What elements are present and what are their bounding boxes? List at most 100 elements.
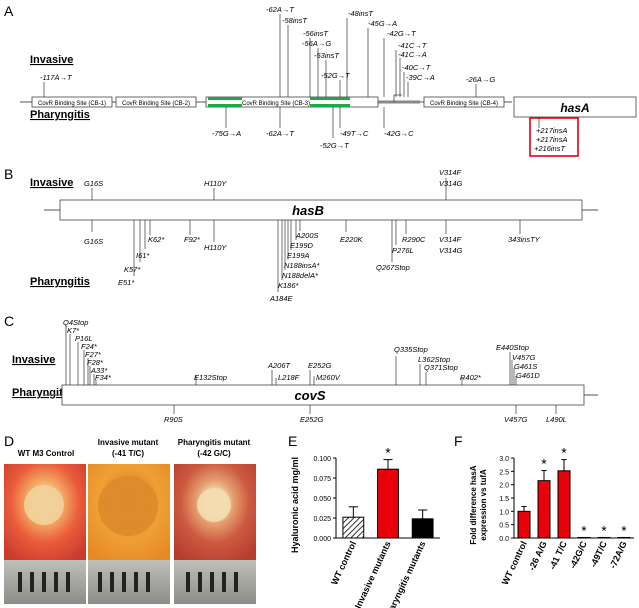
mut-c-inv-12: M260V — [316, 373, 341, 382]
mut-a-ph-2: -52G→T — [320, 141, 350, 150]
significance-star: * — [621, 522, 627, 538]
mut-b-ph-7: A184E — [269, 294, 294, 303]
x-tick-label: -42G/C — [567, 539, 589, 570]
significance-star: * — [561, 445, 567, 461]
binding-site-cb3-label: CovR Binding Site (CB-3) — [242, 101, 310, 107]
mut-a-ph-3: -49T→C — [340, 129, 369, 138]
mut-b-inv-2: V314F — [439, 168, 462, 177]
panel-b: B Invasive Pharyngitis hasB G16S H110Y V… — [4, 166, 598, 303]
mut-c-inv-5: F28* — [87, 358, 104, 367]
y-tick-label: 2.0 — [499, 483, 509, 490]
mut-c-inv-17: E440Stop — [496, 343, 529, 352]
panel-e-letter: E — [288, 433, 297, 449]
mut-a-box-0: +217insA — [536, 126, 567, 135]
mut-c-inv-6: A33* — [90, 366, 108, 375]
mut-c-inv-8: E132Stop — [194, 373, 227, 382]
x-tick-label: WT control — [500, 540, 529, 587]
binding-site-cb1-label: CovR Binding Site (CB-1) — [38, 101, 106, 107]
cb3-green-mark-left-b — [208, 104, 242, 107]
bar — [377, 468, 399, 539]
mut-b-ph-13: A200S — [295, 231, 319, 240]
mut-a-ph-1: -62A→T — [266, 129, 295, 138]
mut-b-ph-11: E199A — [287, 251, 310, 260]
mut-b-ph-18: V314F — [439, 235, 462, 244]
mut-b-ph-9: N188delA* — [282, 271, 319, 280]
x-tick-label: -49T/C — [588, 539, 609, 569]
binding-site-cb2-label: CovR Binding Site (CB-2) — [122, 101, 190, 107]
panel-a-letter: A — [4, 3, 14, 19]
y-tick-label: 1.0 — [499, 509, 509, 516]
bar — [557, 470, 571, 539]
bar — [517, 510, 531, 539]
x-tick-label: -41 T/C — [547, 539, 569, 571]
mut-a-inv-3: -58insT — [282, 16, 308, 25]
mut-c-ph-3: L490L — [546, 415, 567, 424]
panel-b-pharyngitis-ticks — [91, 220, 521, 292]
panel-a-pharyngitis-ticks — [225, 107, 385, 138]
bar — [537, 480, 551, 539]
mut-a-inv-12: -41C→A — [398, 50, 427, 59]
panel-c-pharyngitis-ticks — [173, 405, 557, 414]
plate-image-wt — [4, 464, 86, 604]
binding-site-cb4 — [423, 96, 505, 108]
mut-b-ph-8: K186* — [278, 281, 300, 290]
bar — [597, 536, 611, 539]
panel-f: F Fold difference hasA expression vs tuf… — [454, 433, 634, 586]
mut-a-inv-7: -52G→T — [321, 71, 351, 80]
mut-a-inv-2: -62A→T — [266, 5, 295, 14]
bar — [342, 516, 365, 539]
panel-d-letter: D — [4, 433, 14, 449]
chart-e-ylabel: Hyaluronic acid mg/ml — [290, 457, 300, 553]
chart-f: 0.00.51.01.52.02.53.0WT control*-26 A/G*… — [499, 445, 634, 587]
panel-c: C Invasive Pharyngitis covS — [4, 313, 598, 424]
panel-b-invasive-label: Invasive — [30, 177, 73, 189]
mut-c-inv-14: L362Stop — [418, 355, 450, 364]
y-tick-label: 0.000 — [313, 536, 331, 543]
covS-gene-label: covS — [294, 388, 325, 403]
hasB-gene-label: hasB — [292, 203, 324, 218]
mut-c-inv-20: G461D — [516, 371, 540, 380]
mut-a-ph-4: -42G→C — [384, 129, 414, 138]
plate-subtitle-1: (-41 T/C) — [112, 449, 144, 458]
panel-c-pharyngitis-label: Pharyngitis — [12, 387, 72, 399]
mut-b-ph-20: 343insTY — [508, 235, 541, 244]
y-tick-label: 3.0 — [499, 456, 509, 463]
mut-c-inv-15: Q371Stop — [424, 363, 458, 372]
mut-a-ph-0: -75G→A — [212, 129, 241, 138]
mut-b-inv-3: V314G — [439, 179, 463, 188]
panel-a: A Invasive Pharyngitis CovR Binding Site… — [4, 3, 637, 157]
plate-title-0: WT M3 Control — [18, 449, 74, 458]
panel-d: D WT M3 Control Invasive mutant (-41 T/C… — [4, 433, 256, 604]
mut-b-ph-19: V314G — [439, 246, 463, 255]
mut-a-inv-15: -26A→G — [466, 75, 495, 84]
x-tick-label: WT control — [329, 540, 358, 587]
mut-a-inv-11: -41C→T — [398, 41, 428, 50]
panel-a-invasive-label: Invasive — [30, 54, 73, 66]
x-tick-label: Invasive mutants — [353, 540, 393, 608]
mut-b-ph-5: F92* — [184, 235, 201, 244]
mut-c-inv-1: K7* — [67, 326, 80, 335]
significance-star: * — [385, 445, 391, 461]
mut-a-inv-8: -48insT — [348, 9, 374, 18]
mut-a-box-2: +216insT — [534, 144, 566, 153]
panel-c-letter: C — [4, 313, 14, 329]
hasA-gene-box — [513, 96, 637, 118]
panel-c-invasive-label: Invasive — [12, 354, 55, 366]
hasA-insertion-box — [529, 117, 579, 157]
plate-image-pharyngitis — [174, 464, 256, 604]
binding-site-cb2 — [115, 96, 197, 108]
panel-f-letter: F — [454, 433, 463, 449]
mut-c-inv-2: P16L — [75, 334, 93, 343]
y-tick-label: 0.0 — [499, 536, 509, 543]
mut-b-ph-12: E199D — [290, 241, 314, 250]
mut-a-inv-10: -42G→T — [387, 29, 417, 38]
bar — [411, 518, 434, 539]
mut-c-inv-10: L218F — [278, 373, 300, 382]
mut-a-inv-14: -39C→A — [406, 73, 435, 82]
y-tick-label: 0.5 — [499, 523, 509, 530]
covS-gene-box — [61, 384, 585, 406]
mut-a-inv-13: -40C→T — [402, 63, 432, 72]
plate-image-invasive — [88, 464, 170, 604]
mut-c-inv-3: F24* — [81, 342, 98, 351]
